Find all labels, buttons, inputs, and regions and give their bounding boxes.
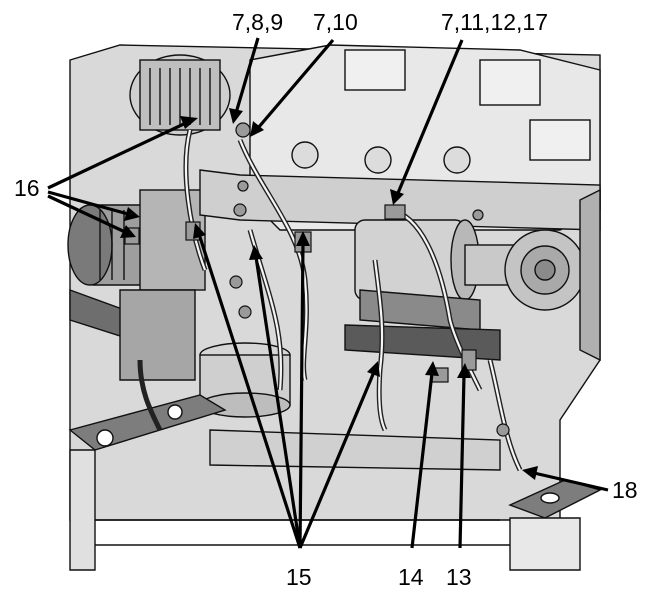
callout-13: 13 [446, 564, 472, 590]
callout-7-8-9: 7,8,9 [232, 9, 283, 35]
leader-lines [47, 37, 609, 549]
callout-15: 15 [286, 564, 312, 590]
callout-18: 18 [612, 477, 638, 503]
callout-labels: 7,8,9 7,10 7,11,12,17 16 18 15 14 13 [14, 9, 638, 590]
engine-illustration [67, 44, 602, 571]
turbocharger [504, 188, 601, 362]
alternator [129, 54, 231, 136]
mounting-foot-right [508, 479, 602, 571]
callout-7-10: 7,10 [313, 9, 358, 35]
mounting-foot-left [68, 394, 227, 571]
callout-16: 16 [14, 175, 40, 201]
callout-7-11-12-17: 7,11,12,17 [441, 9, 548, 35]
callout-14: 14 [398, 564, 424, 590]
